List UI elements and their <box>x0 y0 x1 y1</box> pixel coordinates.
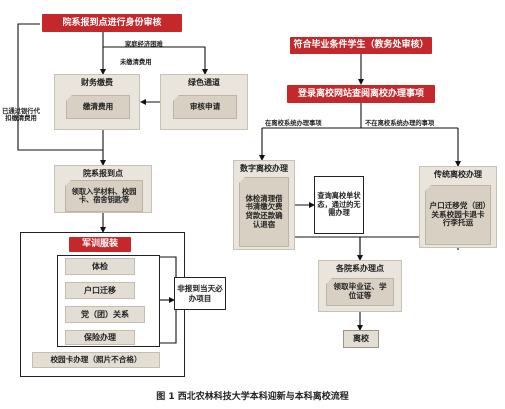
label-hardship: 家庭经济困难 <box>125 41 163 48</box>
finance-title: 财务缴费 <box>81 78 113 87</box>
military-uniform-text: 军训服装 <box>81 239 118 250</box>
arrow-check-to-green <box>103 46 208 75</box>
query-status-note: 查询离校单状态，通过的无需办理 <box>314 176 364 234</box>
items-inner-frame <box>57 255 160 347</box>
traditional-leave-title: 传统离校办理 <box>434 170 482 179</box>
dept-report-panel: 院系报到点 领取入学材料、校园卡、宿舍钥匙等 <box>54 165 152 213</box>
identity-check-box: 院系报到点进行身份审核 <box>42 14 182 32</box>
item-hukou-transfer: 户口迁移 <box>65 282 135 299</box>
campus-card-box: 校园卡办理（照片不合格） <box>32 352 160 368</box>
green-channel-panel: 绿色通道 审核申请 <box>160 74 248 130</box>
dept-report-action: 领取入学材料、校园卡、宿舍钥匙等 <box>65 180 143 212</box>
label-not-in-system: 不在离校系统办理的事项 <box>365 120 435 127</box>
finance-panel: 财务缴费 缴清费用 <box>54 74 140 130</box>
arrow-login-split <box>262 103 458 129</box>
digital-leave-panel: 数字离校办理 体检清理借书清缴欠费贷款还款确认退宿 <box>233 160 295 250</box>
military-uniform-box: 军训服装 <box>69 237 131 252</box>
green-channel-action: 审核申请 <box>173 95 237 119</box>
login-website-box: 登录离校网站查阅离校办理事项 <box>287 85 435 103</box>
eligible-students-text: 符合毕业条件学生（教务处审核） <box>293 40 429 51</box>
eligible-students-box: 符合毕业条件学生（教务处审核） <box>290 37 432 54</box>
digital-leave-title: 数字离校办理 <box>240 164 288 173</box>
traditional-leave-panel: 传统离校办理 户口迁移党（团）关系校园卡退卡行李托运 <box>419 166 497 248</box>
finance-action: 缴清费用 <box>66 95 130 119</box>
green-channel-title: 绿色通道 <box>188 78 220 87</box>
login-website-text: 登录离校网站查阅离校办理事项 <box>297 88 424 99</box>
item-party-league: 党（团）关系 <box>65 306 145 323</box>
digital-leave-action: 体检清理借书清缴欠费贷款还款确认退宿 <box>239 177 289 247</box>
item-insurance: 保险办理 <box>65 330 135 345</box>
identity-check-text: 院系报到点进行身份审核 <box>62 17 162 28</box>
arrow-bank-path <box>17 23 103 151</box>
dept-report-title: 院系报到点 <box>83 169 123 178</box>
leave-box: 离校 <box>343 330 379 348</box>
non-report-note: 非报到当天必办项目 <box>174 277 226 310</box>
label-in-system: 在离校系统办理事项 <box>265 120 322 127</box>
traditional-leave-action: 户口迁移党（团）关系校园卡退卡行李托运 <box>425 185 491 245</box>
item-physical-exam: 体检 <box>65 258 135 275</box>
dept-points-action: 领取毕业证、学位证等 <box>326 278 394 306</box>
label-bank: 已通过银行代扣缴清费用 <box>2 108 40 123</box>
dept-points-panel: 各院系办理点 领取毕业证、学位证等 <box>318 260 402 312</box>
label-unpaid: 未缴清费用 <box>120 59 152 66</box>
dept-points-title: 各院系办理点 <box>336 264 384 273</box>
figure-caption: 图 1 西北农林科技大学本科迎新与本科离校流程 <box>156 392 349 402</box>
